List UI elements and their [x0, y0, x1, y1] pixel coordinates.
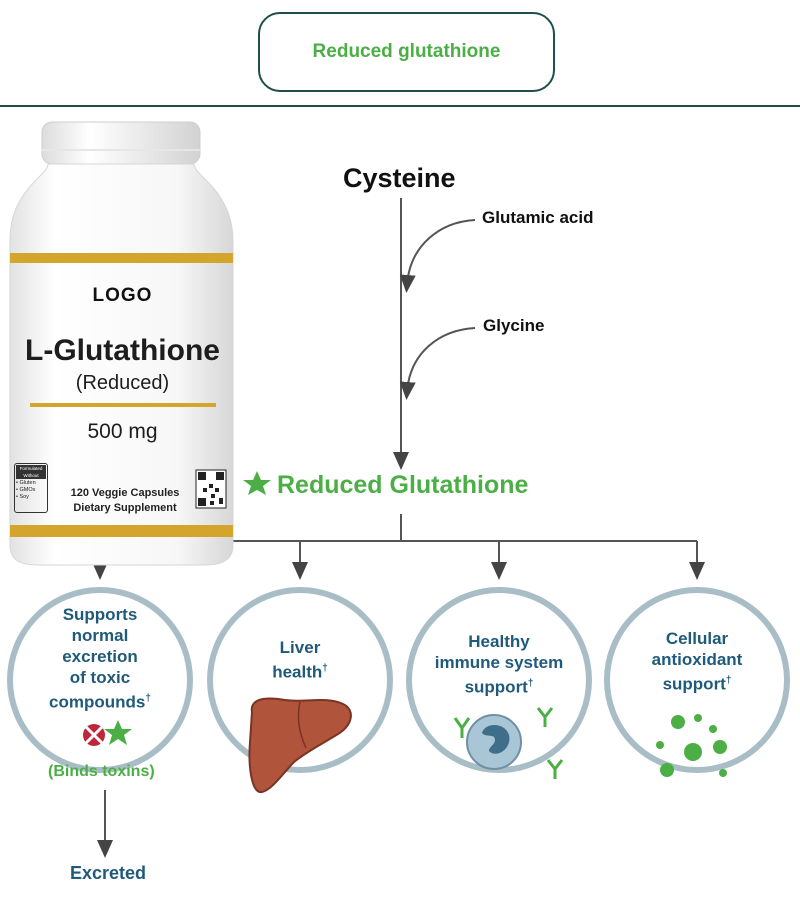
bottle-logo: LOGO — [92, 285, 153, 306]
free-from-badge: Formulated Without • Gluten • GMOs • Soy — [14, 463, 48, 513]
header-divider — [0, 105, 800, 107]
qr-code-icon — [195, 469, 227, 509]
benefit-text-4: Cellular antioxidant support† — [651, 629, 743, 694]
immune-cell-icon — [453, 707, 564, 779]
free-from-header: Formulated Without — [16, 465, 46, 479]
binds-toxins-note: (Binds toxins) — [48, 763, 155, 780]
liver-icon — [248, 697, 352, 793]
bottle-capsule-info: 120 Veggie Capsules Dietary Supplement — [40, 486, 210, 516]
glutamic-arrow — [399, 219, 476, 293]
title-text: Reduced glutathione — [312, 41, 501, 62]
free-item: • Gluten — [16, 480, 36, 486]
title-box: Reduced glutathione — [258, 12, 555, 92]
reduced-glutathione-label: Reduced Glutathione — [277, 471, 529, 499]
bottle-supplement: Dietary Supplement — [73, 502, 177, 514]
glycine-arrow — [399, 327, 476, 400]
bottle-dose: 500 mg — [87, 420, 158, 443]
free-item: • Soy — [16, 494, 29, 500]
benefit-text-2: Liver health† — [272, 638, 328, 682]
glutamic-acid-label: Glutamic acid — [482, 208, 594, 227]
glycine-label: Glycine — [483, 316, 545, 335]
benefit-circle-4 — [604, 587, 790, 773]
cysteine-label: Cysteine — [343, 163, 456, 193]
antioxidant-dots-icon — [656, 714, 727, 777]
benefit-text-3: Healthy immune system support† — [434, 632, 564, 697]
free-item: • GMOs — [16, 487, 36, 493]
bottle-product-name: L-Glutathione — [25, 334, 220, 367]
bottle-form: (Reduced) — [75, 372, 170, 394]
star-icon — [243, 471, 271, 495]
excreted-label: Excreted — [70, 863, 147, 883]
benefit-text-1: Supports normal excretion of toxic compo… — [49, 605, 151, 712]
bottle-capsules: 120 Veggie Capsules — [70, 487, 180, 499]
supplement-bottle — [9, 121, 234, 566]
benefit-circle-1 — [7, 587, 193, 773]
toxin-icon — [83, 720, 132, 746]
